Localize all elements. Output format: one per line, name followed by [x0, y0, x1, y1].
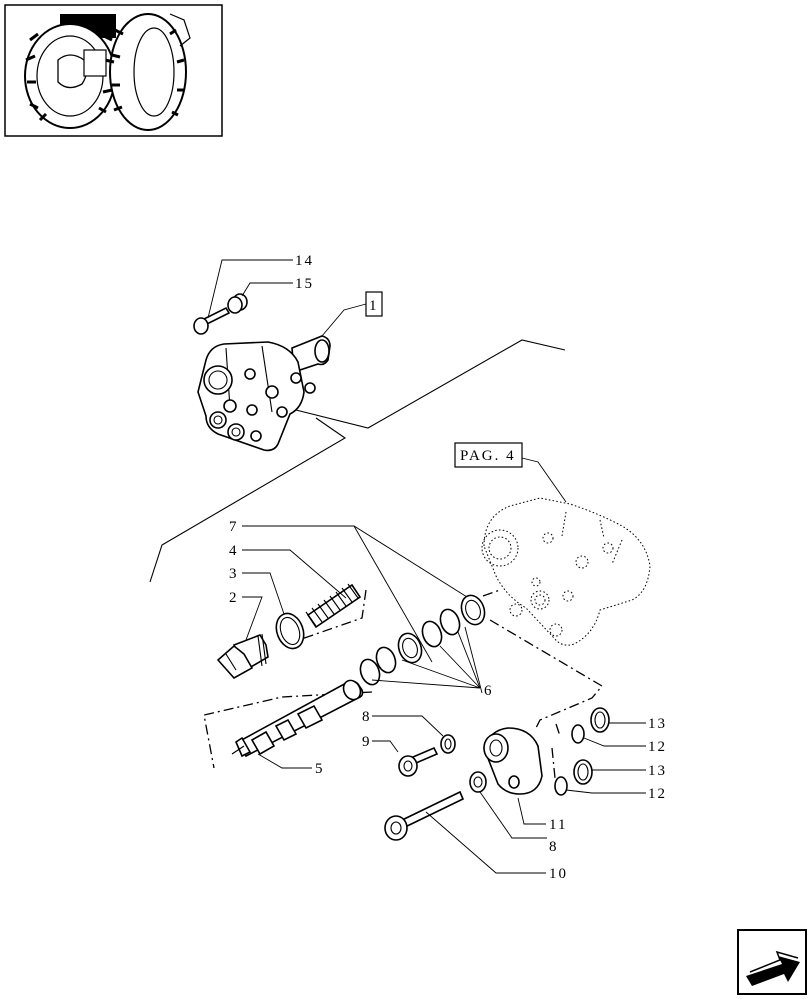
break-line: [149, 417, 347, 583]
spool-5: [231, 679, 364, 758]
valve-body-dotted: [481, 497, 651, 646]
label-2: 2: [229, 590, 239, 606]
label-12-upper: 12: [648, 739, 667, 755]
washer-8-upper: [440, 734, 456, 754]
washer-8-lower: [469, 771, 487, 793]
label-8-lower: 8: [549, 839, 559, 855]
fitting-11: [483, 727, 543, 795]
label-5: 5: [315, 761, 325, 777]
label-9: 9: [362, 734, 372, 750]
label-3: 3: [229, 566, 239, 582]
label-8-upper: 8: [362, 709, 372, 725]
label-13-upper: 13: [648, 716, 667, 732]
ring-12-upper: [571, 724, 585, 744]
label-12-lower: 12: [648, 786, 667, 802]
label-11: 11: [549, 817, 567, 833]
washer-15: [227, 293, 248, 314]
assembly-line: [551, 723, 561, 779]
arrow-back-icon[interactable]: [737, 929, 807, 995]
tractor-thumbnail[interactable]: [4, 4, 223, 137]
break-line: [295, 339, 566, 429]
label-13-lower: 13: [648, 763, 667, 779]
label-ref-1[interactable]: 1: [369, 298, 379, 314]
o-ring-3: [275, 612, 305, 650]
leader-lines: [207, 259, 646, 874]
ring-13-lower: [573, 759, 593, 785]
pag-box[interactable]: [454, 442, 523, 468]
pump-housing-assembly: [197, 335, 331, 452]
ring-12-lower: [554, 776, 568, 796]
label-4: 4: [229, 543, 239, 559]
label-6: 6: [484, 683, 494, 699]
bolt-14: [193, 306, 231, 335]
seal-rings-6-7: [359, 594, 486, 686]
spring-4: [305, 583, 362, 629]
label-15: 15: [295, 276, 314, 292]
plug-2: [216, 633, 269, 680]
bolt-10: [384, 790, 465, 841]
label-10: 10: [549, 866, 568, 882]
assembly-line: [482, 589, 501, 597]
ring-13-upper: [590, 707, 610, 733]
label-14: 14: [295, 253, 314, 269]
ref-box-1[interactable]: [365, 291, 383, 317]
screw-9: [398, 746, 439, 777]
label-7: 7: [229, 519, 239, 535]
assembly-line: [289, 589, 367, 644]
assembly-line: [489, 619, 603, 729]
label-pag[interactable]: PAG. 4: [460, 448, 516, 464]
